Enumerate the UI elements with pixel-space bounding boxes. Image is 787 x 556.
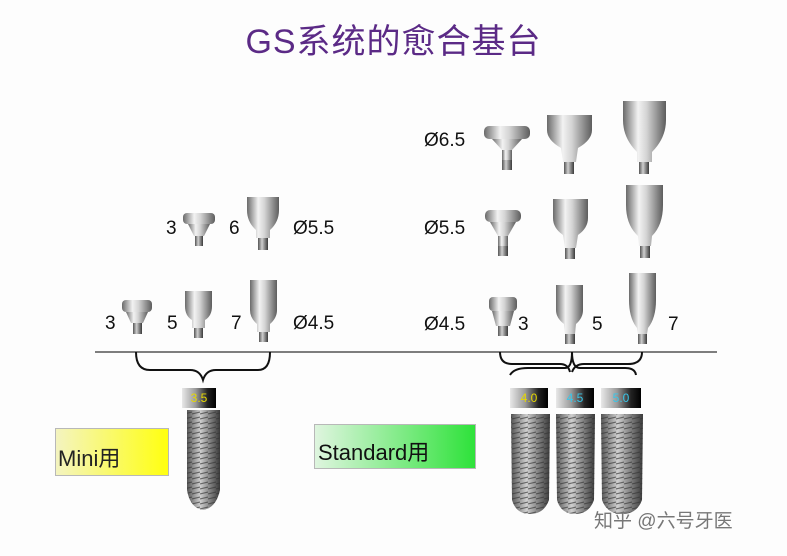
abutment-std-55-h3 bbox=[485, 210, 521, 256]
platform-tag-std: 5.0 bbox=[601, 388, 641, 408]
mini-bracket bbox=[135, 351, 271, 384]
standard-label: Standard用 bbox=[314, 424, 476, 469]
abutment-std-65-h5 bbox=[547, 115, 592, 174]
abutment-std-65-h7 bbox=[623, 101, 666, 174]
abutment-std-45-h7 bbox=[629, 273, 656, 344]
mini-height-label: 3 bbox=[166, 218, 177, 239]
mini-height-label: 7 bbox=[231, 313, 242, 334]
abutment-std-45-h3 bbox=[489, 297, 517, 336]
page-title: GS系统的愈合基台 bbox=[245, 23, 542, 61]
abutment-std-65-h3 bbox=[484, 126, 530, 170]
standard-bracket-mid bbox=[509, 351, 637, 376]
mini-height-label: 3 bbox=[105, 313, 116, 334]
platform-tag-std: 4.0 bbox=[510, 388, 548, 408]
mini-height-label: 6 bbox=[229, 218, 240, 239]
abutment-mini-55-h3 bbox=[183, 213, 215, 246]
mini-label: Mini用 bbox=[55, 428, 169, 476]
watermark: 知乎 @六号牙医 bbox=[594, 511, 733, 532]
implant-std-50 bbox=[601, 414, 643, 514]
platform-tag-mini: 3.5 bbox=[182, 388, 216, 408]
abutment-mini-55-h6 bbox=[247, 197, 279, 250]
abutment-std-55-h7 bbox=[626, 185, 663, 258]
abutment-mini-45-h5 bbox=[185, 291, 212, 338]
standard-height-label: 7 bbox=[668, 314, 679, 335]
mini-diameter-label: Ø5.5 bbox=[293, 218, 335, 239]
standard-diameter-label: Ø5.5 bbox=[424, 218, 466, 239]
standard-bracket-right bbox=[571, 351, 643, 373]
platform-tag-std: 4.5 bbox=[556, 388, 594, 408]
standard-height-label: 3 bbox=[518, 314, 529, 335]
standard-diameter-label: Ø4.5 bbox=[424, 314, 466, 335]
abutment-mini-45-h3 bbox=[122, 300, 152, 334]
standard-diameter-label: Ø6.5 bbox=[424, 130, 466, 151]
implant-mini-35 bbox=[187, 410, 220, 510]
implant-std-45 bbox=[556, 414, 595, 514]
mini-diameter-label: Ø4.5 bbox=[293, 313, 335, 334]
abutment-std-45-h5 bbox=[556, 285, 583, 344]
abutment-mini-45-h7 bbox=[250, 280, 277, 342]
standard-height-label: 5 bbox=[592, 314, 603, 335]
mini-height-label: 5 bbox=[167, 313, 178, 334]
abutment-std-55-h5 bbox=[553, 199, 588, 259]
implant-std-40 bbox=[511, 414, 550, 514]
